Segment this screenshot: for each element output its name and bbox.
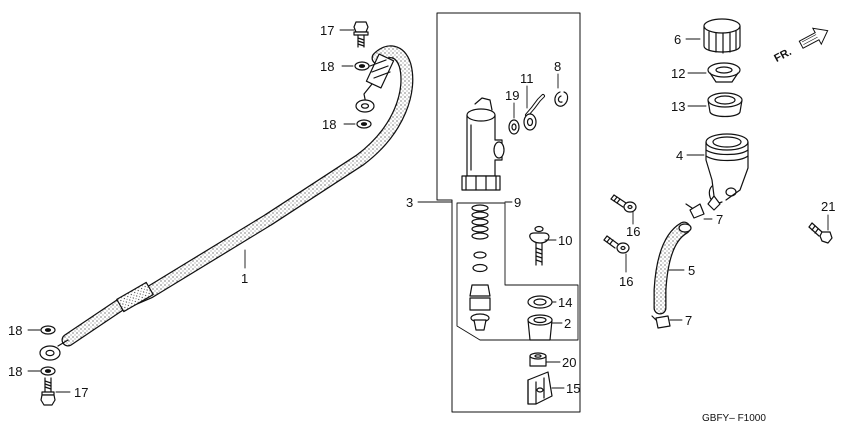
callout-13: 13 bbox=[671, 99, 685, 114]
clip-7-top-shape bbox=[685, 203, 705, 219]
bolt-17-bottom-shape bbox=[40, 377, 56, 406]
boot-14-shape bbox=[527, 295, 553, 309]
cap-6-shape bbox=[703, 18, 741, 54]
piston-spring-shape bbox=[469, 204, 491, 331]
reference-code: GBFY– F1000 bbox=[702, 413, 766, 424]
callout-8: 8 bbox=[554, 59, 561, 74]
clip-7-bottom-shape bbox=[651, 315, 671, 329]
callout-16: 16 bbox=[626, 224, 640, 239]
joint-11-shape bbox=[523, 94, 545, 131]
callout-19: 19 bbox=[505, 88, 519, 103]
bolt-17-top-shape bbox=[353, 21, 369, 48]
callout-7: 7 bbox=[685, 313, 692, 328]
direction-label: FR. bbox=[772, 46, 793, 65]
brake-hose bbox=[39, 45, 414, 361]
callout-15: 15 bbox=[566, 381, 580, 396]
washer-18-a bbox=[354, 61, 370, 71]
cup-2-shape bbox=[527, 314, 553, 341]
callout-2: 2 bbox=[564, 316, 571, 331]
washer-18-c bbox=[40, 325, 56, 335]
reservoir-hose-5-shape bbox=[653, 221, 692, 315]
washer-18-d bbox=[40, 366, 56, 376]
callout-9: 9 bbox=[514, 195, 521, 210]
callout-14: 14 bbox=[558, 295, 572, 310]
callout-12: 12 bbox=[671, 66, 685, 81]
callout-10: 10 bbox=[558, 233, 572, 248]
nut-20-shape bbox=[529, 352, 547, 367]
clevis-15-shape bbox=[527, 371, 553, 405]
callout-4: 4 bbox=[676, 148, 683, 163]
bolt-16-lower-shape bbox=[603, 235, 630, 254]
callout-18: 18 bbox=[8, 323, 22, 338]
callout-5: 5 bbox=[688, 263, 695, 278]
callout-20: 20 bbox=[562, 355, 576, 370]
callout-16: 16 bbox=[619, 274, 633, 289]
master-cylinder-shape bbox=[461, 97, 505, 191]
bolt-21-shape bbox=[808, 222, 833, 244]
callout-labels: 17 18 18 1 18 18 17 3 9 10 14 2 20 15 19… bbox=[8, 23, 835, 424]
callout-17: 17 bbox=[74, 385, 88, 400]
circlip-8-shape bbox=[554, 91, 569, 107]
front-arrow-icon: FR. bbox=[772, 27, 829, 65]
reservoir-4-shape bbox=[705, 133, 749, 211]
callout-6: 6 bbox=[674, 32, 681, 47]
oring-19-shape bbox=[508, 119, 520, 135]
callout-17: 17 bbox=[320, 23, 334, 38]
callout-7: 7 bbox=[716, 212, 723, 227]
plate-12-shape bbox=[707, 62, 741, 83]
push-rod-shape bbox=[529, 225, 550, 266]
callout-18: 18 bbox=[322, 117, 336, 132]
callout-3: 3 bbox=[406, 195, 413, 210]
callout-1: 1 bbox=[241, 271, 248, 286]
bolt-16-upper-shape bbox=[610, 194, 637, 213]
callout-18: 18 bbox=[8, 364, 22, 379]
callout-21: 21 bbox=[821, 199, 835, 214]
callout-11: 11 bbox=[520, 71, 534, 86]
washer-18-b bbox=[356, 119, 372, 129]
callout-18: 18 bbox=[320, 59, 334, 74]
diaphragm-13-shape bbox=[707, 92, 743, 118]
